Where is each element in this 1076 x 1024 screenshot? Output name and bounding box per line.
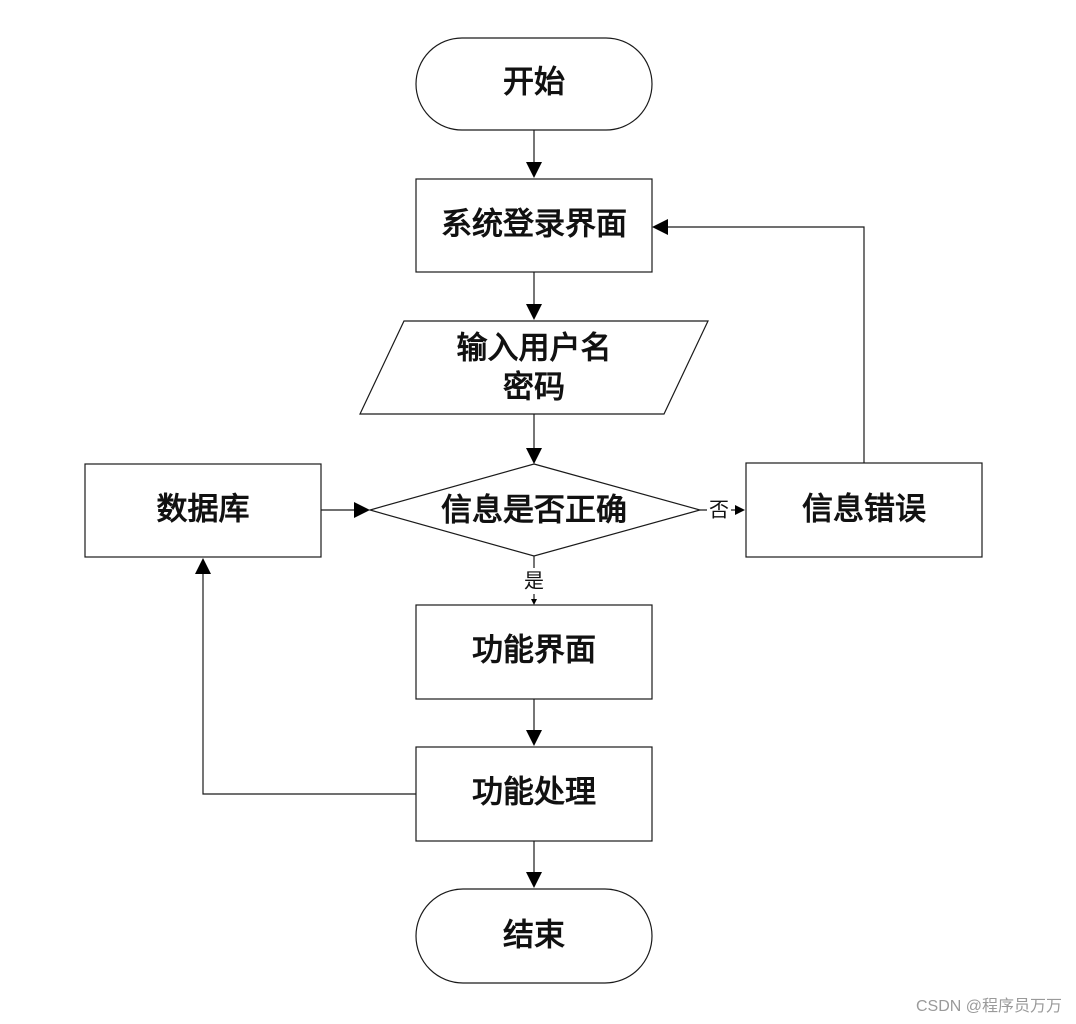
arrowhead-process-end — [526, 872, 542, 888]
check-node: 信息是否正确 — [367, 463, 703, 557]
watermark: CSDN @程序员万万 — [915, 998, 1062, 1015]
check-label: 信息是否正确 — [441, 493, 627, 529]
start-node: 开始 — [415, 37, 653, 131]
database-label: 数据库 — [157, 492, 250, 528]
database-node: 数据库 — [84, 463, 322, 558]
function-ui-node: 功能界面 — [415, 604, 653, 700]
input-label-line2: 密码 — [503, 370, 565, 406]
function-process-label: 功能处理 — [472, 775, 596, 811]
arrowhead-login-input — [526, 304, 542, 320]
arrowhead-error-login — [652, 219, 668, 235]
edge-error-login — [668, 226, 865, 463]
arrowhead-database-check — [354, 502, 370, 518]
error-node: 信息错误 — [745, 462, 983, 558]
no-label-bg — [707, 496, 731, 522]
yes-label: 是 — [524, 569, 544, 593]
arrowhead-check-function — [531, 599, 537, 605]
error-label: 信息错误 — [802, 492, 927, 528]
login-screen-label: 系统登录界面 — [441, 207, 627, 243]
input-label-line1: 输入用户名 — [457, 331, 612, 367]
input-node: 输入用户名 密码 — [359, 320, 709, 415]
arrowhead-check-error — [735, 505, 745, 515]
login-screen-node: 系统登录界面 — [415, 178, 653, 273]
function-process-node: 功能处理 — [415, 746, 653, 842]
arrowhead-input-check — [526, 448, 542, 464]
end-label: 结束 — [503, 918, 565, 954]
arrowhead-start-login — [526, 162, 542, 178]
start-label: 开始 — [503, 65, 565, 101]
end-node: 结束 — [415, 888, 653, 984]
edge-process-database — [202, 574, 416, 795]
arrowhead-function-process — [526, 730, 542, 746]
arrowhead-process-database — [195, 558, 211, 574]
no-label: 否 — [709, 498, 729, 522]
function-ui-label: 功能界面 — [472, 633, 596, 669]
yes-label-bg — [520, 568, 548, 594]
